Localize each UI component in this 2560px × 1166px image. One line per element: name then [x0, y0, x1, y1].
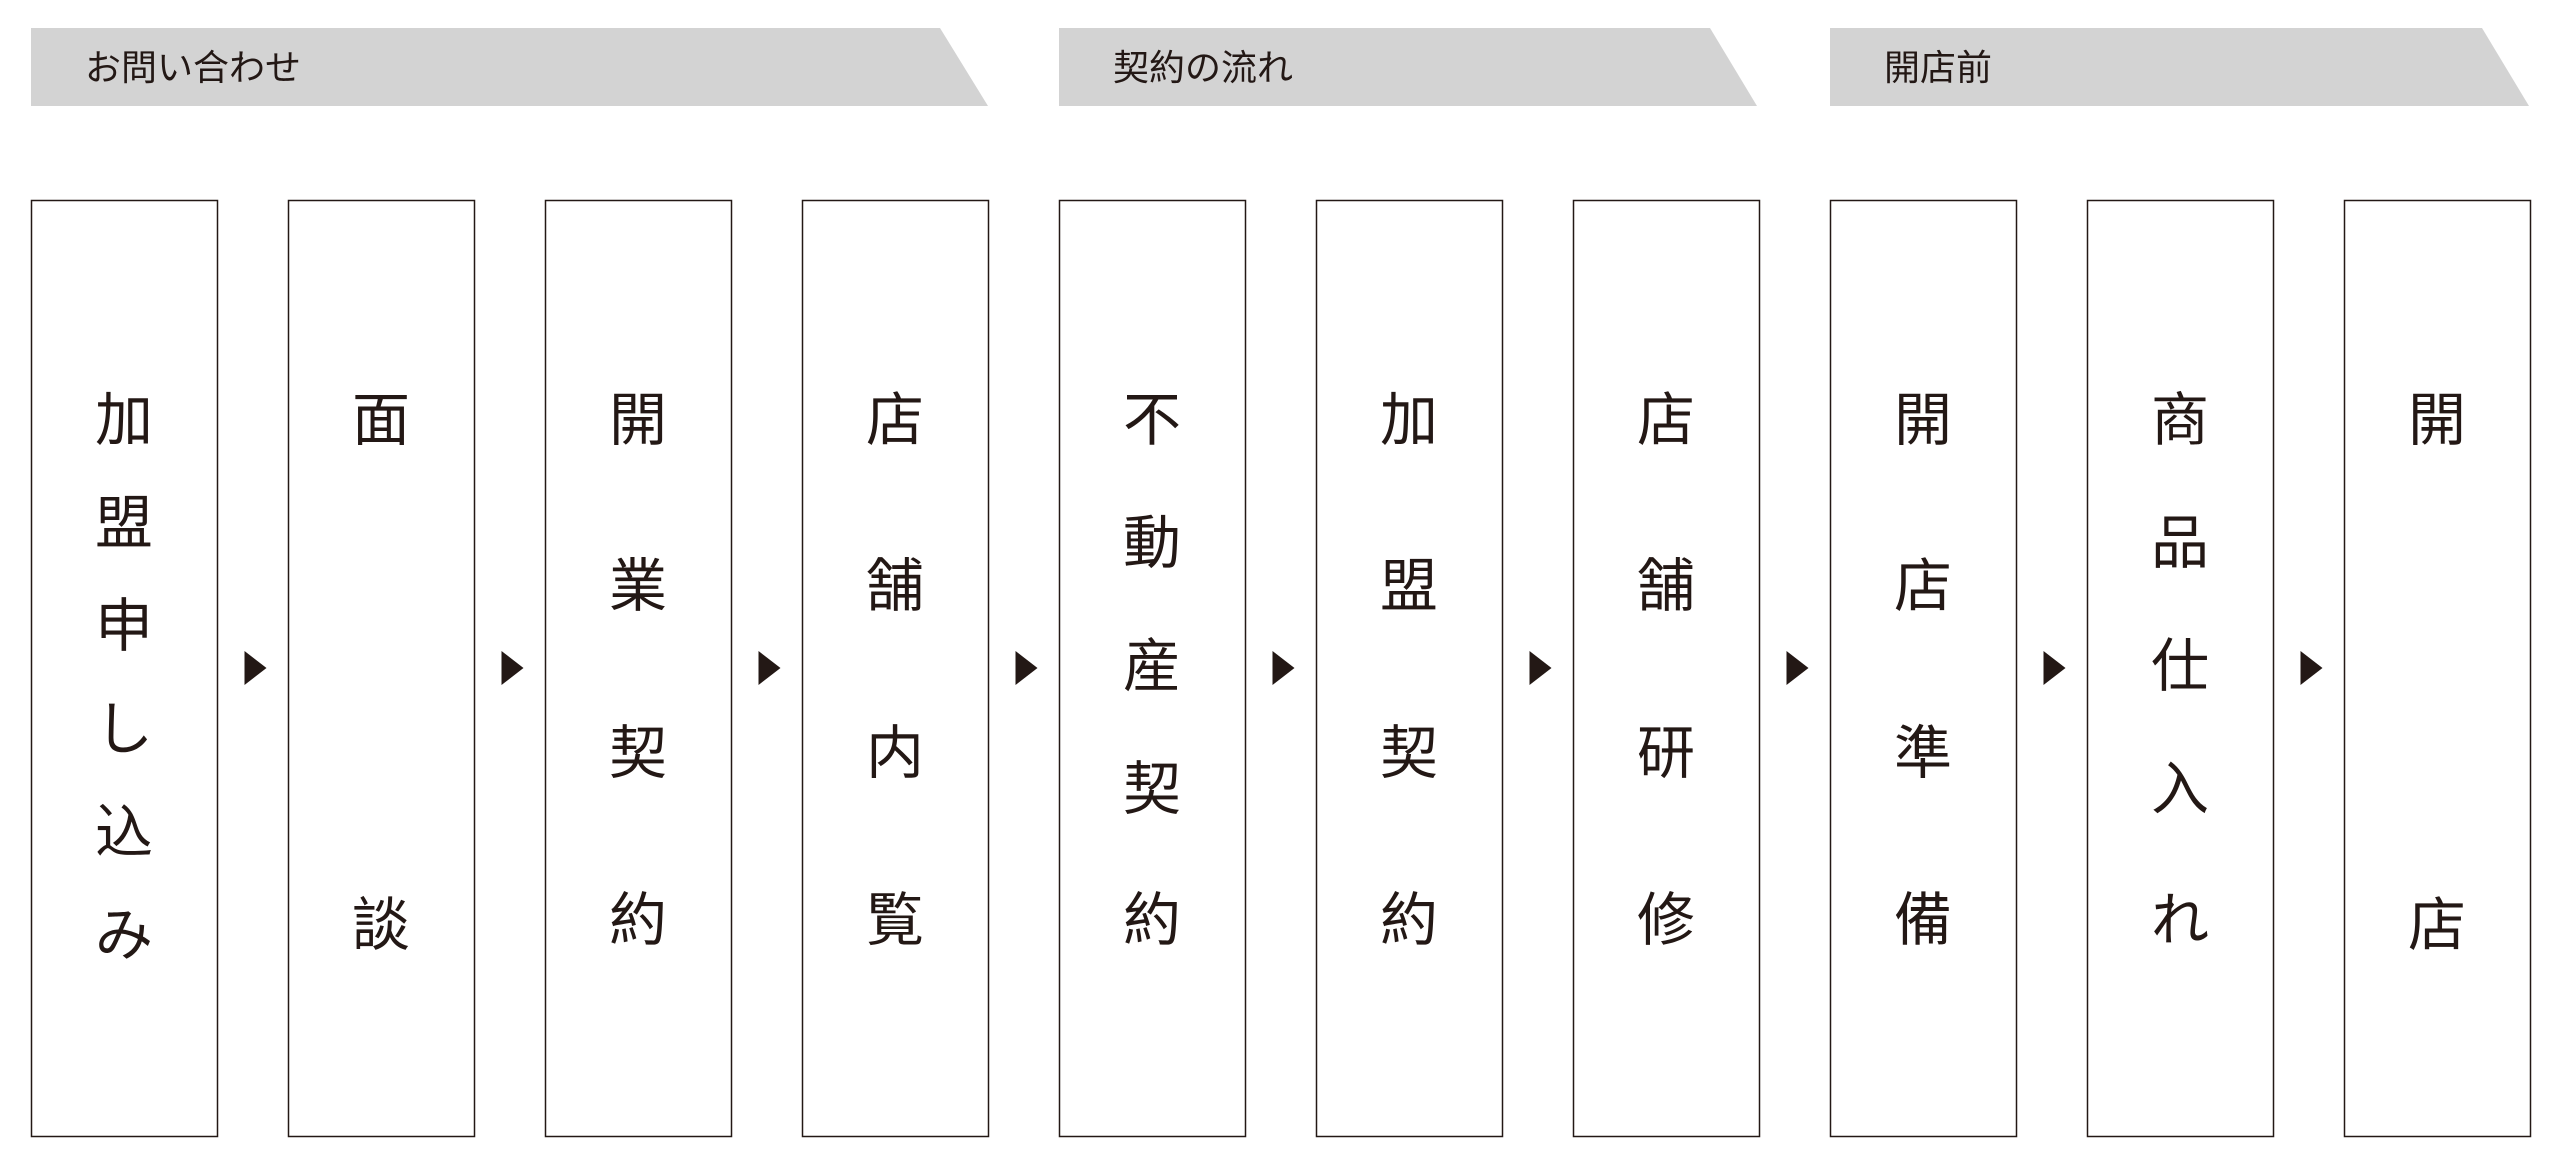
- step-box-frame: [287, 199, 476, 1138]
- phase-banners: お問い合わせ 契約の流れ 開店前: [31, 28, 2529, 106]
- step-label-char: 約: [1380, 886, 1438, 954]
- step-label-char: 店: [2408, 891, 2466, 959]
- step-label-char: 契: [1123, 755, 1181, 823]
- triangle-right-icon: [501, 651, 524, 685]
- step-label-char: 盟: [95, 489, 153, 557]
- triangle-right-icon: [1015, 651, 1038, 685]
- step-box-frame: [30, 199, 219, 1138]
- step-label-char: 動: [1123, 509, 1181, 577]
- step-label-char: 契: [1380, 719, 1438, 787]
- step-box-frame: [544, 199, 733, 1138]
- step-box-frame: [1315, 199, 1504, 1138]
- step-label-char: 契: [609, 719, 667, 787]
- step-label-char: 産: [1123, 632, 1181, 700]
- step-box-frame: [1058, 199, 1247, 1138]
- phase-label: 開店前: [1884, 48, 1992, 89]
- step-label-char: 品: [2151, 509, 2209, 577]
- triangle-right-icon: [244, 651, 267, 685]
- triangle-right-icon: [1272, 651, 1295, 685]
- step-box-frame: [1572, 199, 1761, 1138]
- step-label-char: 約: [1123, 886, 1181, 954]
- step-label-char: 仕: [2151, 632, 2209, 700]
- triangle-right-icon: [2300, 651, 2323, 685]
- step-box: 開店: [2343, 199, 2532, 1138]
- step-label-char: 開: [609, 386, 667, 454]
- step-label-char: 加: [1380, 386, 1438, 454]
- step-arrows: [244, 651, 2323, 685]
- step-box-frame: [801, 199, 990, 1138]
- step-label-char: 開: [1894, 386, 1952, 454]
- step-label-char: 加: [95, 386, 153, 454]
- step-label-char: 込: [95, 798, 153, 866]
- step-label-char: 舗: [866, 552, 924, 620]
- step-box-frame: [2343, 199, 2532, 1138]
- phase-banner: [1059, 28, 1757, 106]
- step-label-char: 開: [2408, 386, 2466, 454]
- step-label-char: し: [95, 695, 153, 763]
- step-label-char: 不: [1123, 386, 1181, 454]
- step-label-char: 面: [352, 386, 410, 454]
- step-label-char: 談: [352, 891, 410, 959]
- step-label-char: 舗: [1637, 552, 1695, 620]
- step-label-char: み: [95, 901, 153, 969]
- step-label-char: 内: [866, 719, 924, 787]
- step-box: 面談: [287, 199, 476, 1138]
- phase-banner: [31, 28, 988, 106]
- step-label-char: 修: [1637, 886, 1695, 954]
- step-label-char: 準: [1894, 719, 1952, 787]
- step-label-char: れ: [2151, 886, 2209, 954]
- step-label-char: 盟: [1380, 552, 1438, 620]
- triangle-right-icon: [1786, 651, 1809, 685]
- step-label-char: 研: [1637, 719, 1695, 787]
- step-box-frame: [1829, 199, 2018, 1138]
- triangle-right-icon: [758, 651, 781, 685]
- step-label-char: 店: [1894, 552, 1952, 620]
- phase-banner: [1830, 28, 2529, 106]
- step-label-char: 業: [609, 552, 667, 620]
- triangle-right-icon: [2043, 651, 2066, 685]
- step-label-char: 約: [609, 886, 667, 954]
- step-label-char: 入: [2151, 755, 2209, 823]
- step-label-char: 店: [866, 386, 924, 454]
- step-label-char: 覧: [866, 886, 924, 954]
- step-label-char: 店: [1637, 386, 1695, 454]
- step-label-char: 備: [1894, 886, 1952, 954]
- phase-label: お問い合わせ: [85, 48, 301, 89]
- step-box-frame: [2086, 199, 2275, 1138]
- phase-label: 契約の流れ: [1113, 48, 1293, 89]
- step-label-char: 商: [2151, 386, 2209, 454]
- triangle-right-icon: [1529, 651, 1552, 685]
- step-label-char: 申: [95, 592, 153, 660]
